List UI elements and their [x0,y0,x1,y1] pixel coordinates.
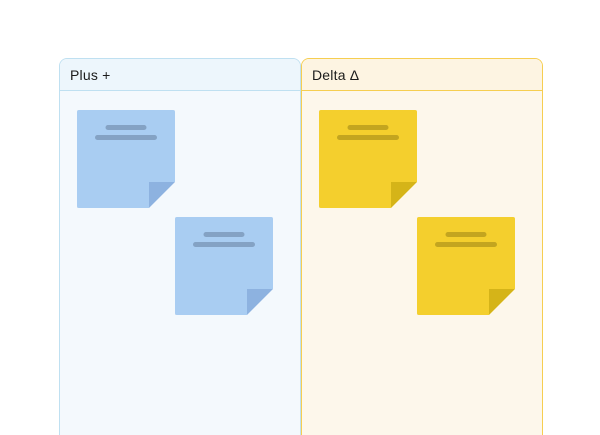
sticky-note[interactable] [77,110,175,208]
note-text-line [193,242,255,247]
folded-corner [391,182,417,208]
column-delta-header: Delta Δ [302,59,542,91]
note-text-line [106,125,147,130]
note-text-line [435,242,497,247]
column-plus: Plus + [59,58,301,435]
note-text-line [95,135,157,140]
folded-corner [247,289,273,315]
column-delta-canvas[interactable] [302,91,542,435]
column-delta: Delta Δ [301,58,543,435]
sticky-note[interactable] [417,217,515,315]
folded-corner [489,289,515,315]
sticky-note[interactable] [175,217,273,315]
sticky-note[interactable] [319,110,417,208]
folded-corner [149,182,175,208]
note-text-line [337,135,399,140]
column-plus-header: Plus + [60,59,300,91]
note-text-line [348,125,389,130]
note-text-line [204,232,245,237]
column-delta-title: Delta Δ [312,66,360,83]
column-plus-title: Plus + [70,66,111,83]
column-plus-canvas[interactable] [60,91,300,435]
note-text-line [446,232,487,237]
